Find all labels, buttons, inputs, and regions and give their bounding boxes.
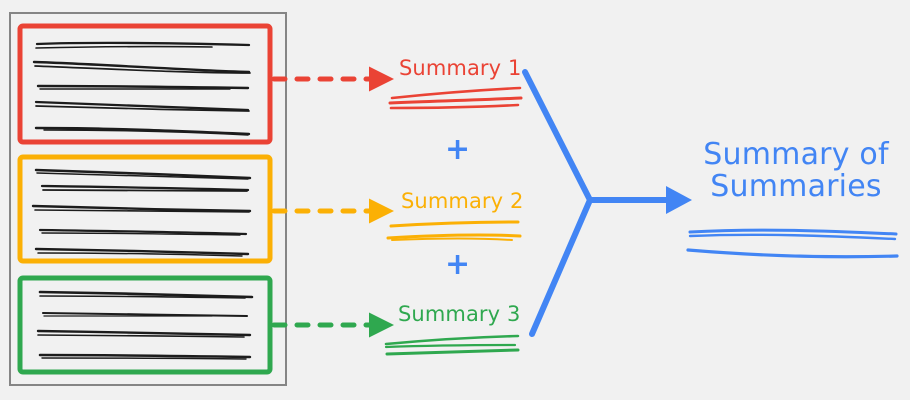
chunk-2-text-lines bbox=[31, 168, 252, 257]
final-summary-label: Summary of Summaries bbox=[700, 139, 892, 203]
final-summary-underline bbox=[686, 228, 899, 259]
chunk-box-3[interactable] bbox=[17, 275, 273, 375]
source-document-container bbox=[9, 12, 287, 386]
summary-3-underline bbox=[384, 334, 520, 356]
merge-arrowhead bbox=[666, 186, 692, 214]
final-summary-line-2: Summaries bbox=[710, 168, 882, 204]
plus-operator-1: + bbox=[445, 132, 471, 167]
summary-1-underline bbox=[388, 86, 523, 110]
plus-operator-2: + bbox=[445, 247, 471, 282]
summary-3-label: Summary 3 bbox=[398, 302, 521, 326]
chunk-3-text-lines bbox=[36, 290, 254, 360]
summary-2-label: Summary 2 bbox=[401, 189, 524, 213]
chunk-box-1[interactable] bbox=[17, 23, 273, 145]
summary-2-underline bbox=[386, 220, 522, 241]
merge-connector bbox=[522, 69, 675, 337]
summary-1-label: Summary 1 bbox=[399, 56, 522, 80]
chunk-box-2[interactable] bbox=[17, 154, 273, 264]
chunk-1-text-lines bbox=[32, 41, 251, 136]
final-summary-line-1: Summary of bbox=[703, 137, 889, 172]
